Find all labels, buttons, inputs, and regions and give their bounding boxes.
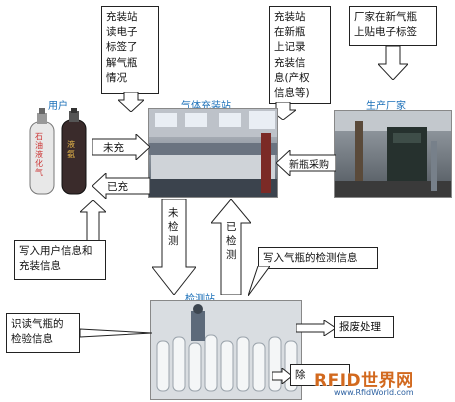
white-cylinder-text: 石油液化气 xyxy=(35,132,43,177)
filled-arrow xyxy=(92,173,150,199)
callout-pointer-check xyxy=(248,266,270,296)
callout-down-arrow-1 xyxy=(118,92,144,112)
not-filled-label: 未充 xyxy=(103,142,124,154)
station-record-info-box: 充装站 在新瓶 上记录 充装信 息(产权 信息等) xyxy=(269,6,331,104)
new-purchase-label: 新瓶采购 xyxy=(289,160,329,171)
not-checked-label: 未检测 xyxy=(168,207,179,247)
gas-cylinders-image xyxy=(29,108,87,195)
watermark-url: www.RfidWorld.com xyxy=(334,388,414,397)
read-check-info-box: 识读气瓶的 检验信息 xyxy=(6,313,80,353)
filled-label: 已充 xyxy=(107,181,128,193)
callout-down-arrow-3 xyxy=(378,46,408,80)
scrap-box: 报废处理 xyxy=(334,316,394,338)
factory-photo xyxy=(334,110,452,198)
filling-station-photo xyxy=(148,108,278,198)
write-check-info-box: 写入气瓶的检测信息 xyxy=(258,247,378,269)
read-check-pointer xyxy=(80,328,152,338)
station-read-tag-box: 充装站 读电子 标签了 解气瓶 情况 xyxy=(101,6,159,94)
not-filled-arrow xyxy=(92,134,150,160)
remove-box: 除 xyxy=(290,364,350,386)
remove-arrow xyxy=(272,368,292,384)
write-user-info-box: 写入用户信息和 充装信息 xyxy=(14,240,106,280)
dark-cylinder-text: 液氨 xyxy=(67,140,75,159)
inspection-station-photo xyxy=(150,300,302,400)
not-checked-arrow xyxy=(152,199,196,295)
factory-label: 生产厂家 xyxy=(366,101,406,112)
inspection-label: 检测站 xyxy=(185,290,215,305)
checked-arrow xyxy=(211,199,251,295)
station-label: 气体充装站 xyxy=(181,101,231,112)
scrap-arrow xyxy=(296,320,336,336)
factory-tag-box: 厂家在新气瓶 上贴电子标签 xyxy=(349,6,437,46)
callout-up-arrow-user xyxy=(80,200,106,244)
checked-label: 已检测 xyxy=(226,221,237,261)
new-purchase-arrow xyxy=(276,150,336,176)
watermark-brand: RFID世界网 xyxy=(314,371,414,391)
user-label: 用户 xyxy=(48,101,68,112)
